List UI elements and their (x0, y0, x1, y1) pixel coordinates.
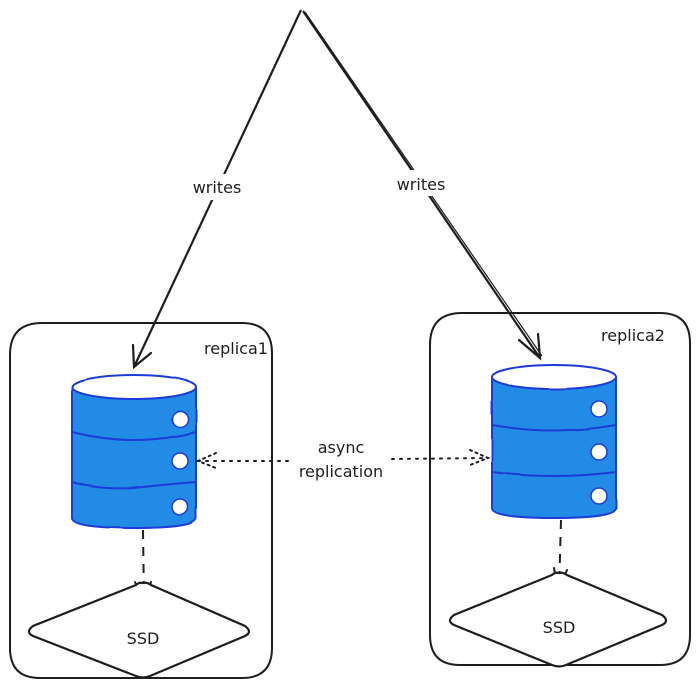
replica2-ssd-label: SSD (543, 618, 576, 637)
replica2-ssd[interactable] (448, 571, 668, 668)
replica2-database-icon[interactable] (491, 364, 617, 520)
async-replication-arrow[interactable] (195, 449, 491, 469)
replica1-ssd-label: SSD (127, 629, 160, 648)
replica1-ssd[interactable] (27, 581, 251, 679)
replica2-label: replica2 (601, 326, 665, 345)
db-light-icon (171, 498, 189, 516)
replication-label: replication (299, 462, 383, 481)
replica2-container[interactable] (429, 312, 691, 666)
db-light-icon (590, 400, 608, 418)
writes-right-label: writes (397, 175, 446, 194)
async-label: async (318, 438, 365, 457)
db-light-icon (171, 452, 189, 470)
db-light-icon (171, 410, 189, 428)
db-light-icon (590, 487, 608, 505)
replica1-database-icon[interactable] (71, 374, 197, 530)
replica1-container[interactable] (9, 322, 273, 679)
db-light-icon (590, 443, 608, 461)
writes-left-label: writes (193, 178, 242, 197)
replica1-label: replica1 (204, 339, 268, 358)
